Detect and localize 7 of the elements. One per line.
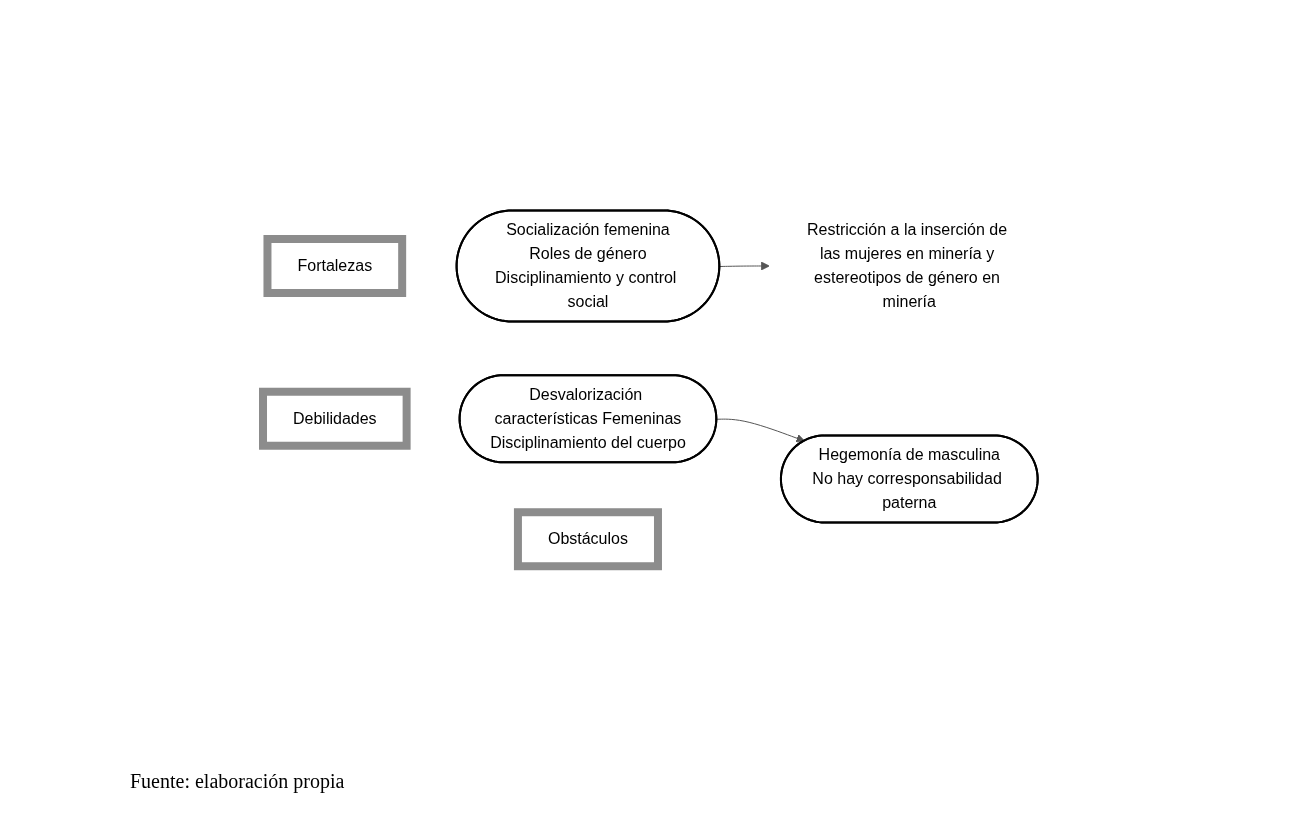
arrow [716,419,805,443]
node-box: Debilidades [258,388,411,451]
arrow [719,261,770,271]
caption: Fuente: elaboración propia [130,770,346,793]
node-box: Obstáculos [513,508,662,571]
node-text: Restricción a la inserción de las mujeres en minería y estereotipos de género en minería [806,221,1007,311]
node-box: Fortalezas [263,235,406,298]
